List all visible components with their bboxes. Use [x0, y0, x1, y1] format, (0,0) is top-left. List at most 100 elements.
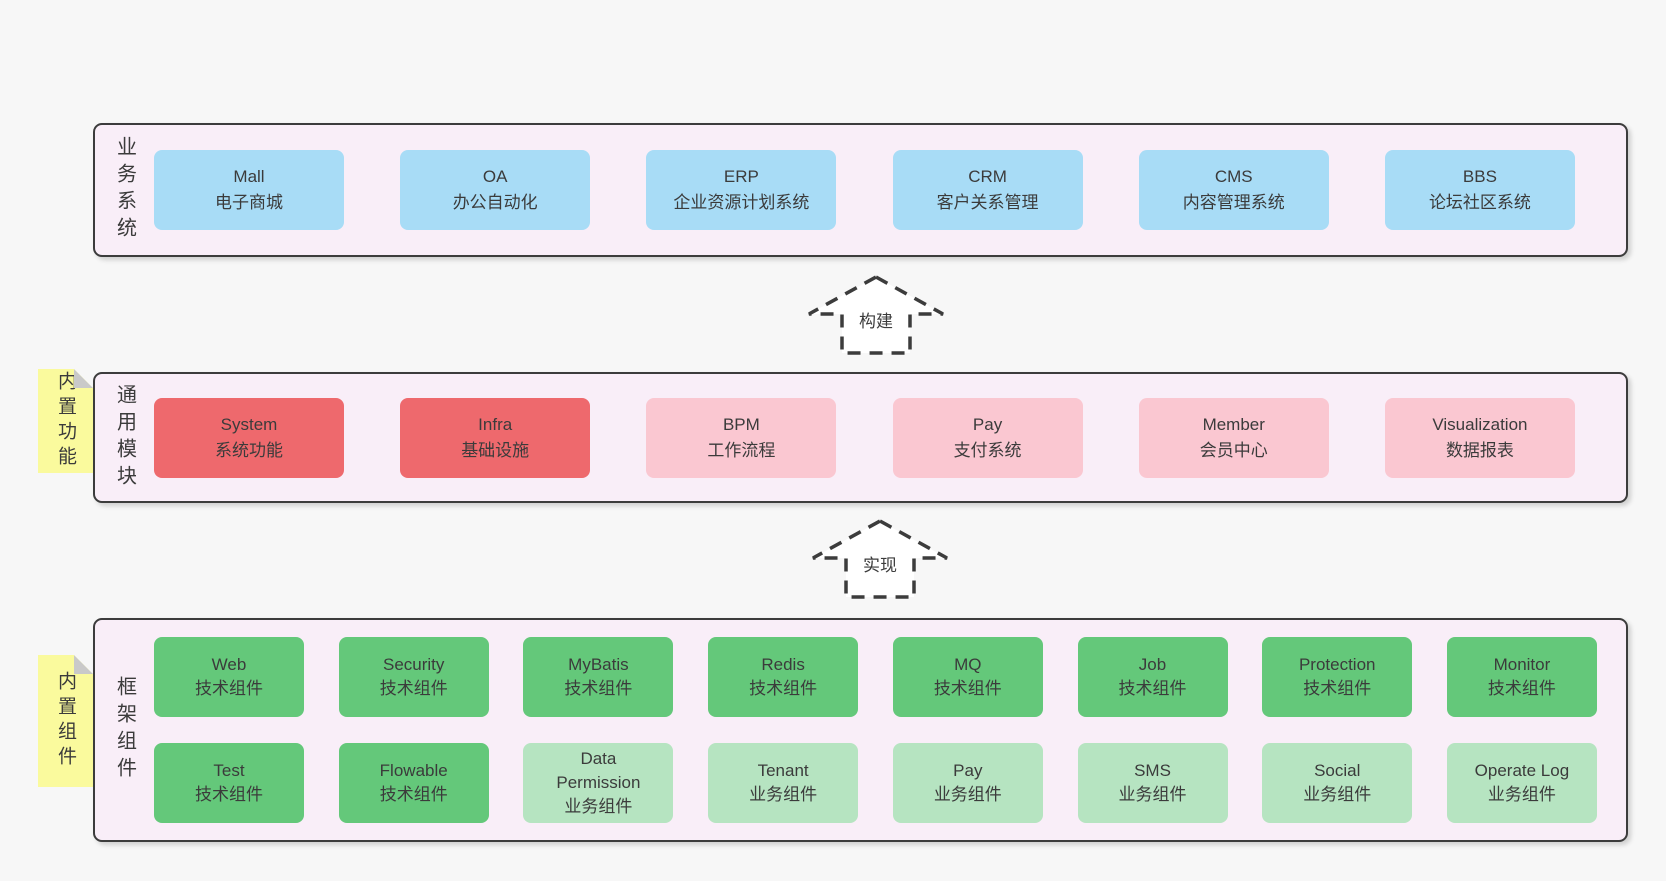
- business-boxes-row: Mall 电子商城 OA 办公自动化 ERP 企业资源计划系统 CRM 客户关系…: [154, 125, 1626, 255]
- section-business-systems: 业务系统 Mall 电子商城 OA 办公自动化 ERP 企业资源计划系统 CRM…: [93, 123, 1628, 257]
- build-arrow-label: 构建: [859, 312, 893, 331]
- module-box-system: System 系统功能: [154, 397, 344, 478]
- system-box-cms: CMS 内容管理系统: [1138, 150, 1329, 230]
- box-title: MyBatis: [568, 655, 629, 674]
- sticky-note-builtin-components: 内置组件: [38, 655, 93, 787]
- framework-row-2: Test 技术组件 Flowable 技术组件 Data Permission …: [154, 743, 1597, 823]
- system-box-crm: CRM 客户关系管理: [892, 150, 1083, 230]
- component-box-operate-log: Operate Log 业务组件: [1446, 743, 1597, 823]
- folded-corner-icon: [74, 369, 93, 388]
- component-box-job: Job 技术组件: [1077, 637, 1228, 717]
- box-title: ERP: [723, 167, 759, 186]
- module-box-infra: Infra 基础设施: [400, 397, 591, 478]
- sticky-note-builtin-features-label: 内置功能: [55, 371, 76, 471]
- box-subtitle: 客户关系管理: [936, 193, 1039, 212]
- implement-arrow: 实现: [812, 519, 948, 599]
- up-arrow-icon: [812, 519, 948, 599]
- system-box-oa: OA 办公自动化: [400, 150, 591, 230]
- component-box-web: Web 技术组件: [154, 637, 304, 717]
- box-subtitle: 业务组件: [1303, 785, 1372, 804]
- box-subtitle: 内容管理系统: [1182, 193, 1285, 212]
- box-title: Visualization: [1432, 414, 1528, 434]
- box-title: Test: [213, 761, 245, 780]
- system-box-mall: Mall 电子商城: [154, 150, 344, 230]
- folded-corner-icon: [74, 655, 93, 674]
- box-subtitle: 业务组件: [1487, 785, 1556, 804]
- box-title: Redis: [761, 655, 805, 674]
- module-box-member: Member 会员中心: [1138, 397, 1329, 478]
- component-box-tenant: Tenant 业务组件: [708, 743, 859, 823]
- up-arrow-icon: [808, 275, 944, 355]
- framework-row-1: Web 技术组件 Security 技术组件 MyBatis 技术组件 Redi…: [154, 637, 1597, 717]
- section-business-label-col: 业务系统: [95, 125, 154, 255]
- box-title: Web: [211, 655, 247, 674]
- box-title: MQ: [954, 655, 982, 674]
- box-title: BPM: [722, 414, 760, 434]
- box-subtitle: 支付系统: [953, 440, 1022, 460]
- section-business-label: 业务系统: [113, 136, 136, 244]
- component-box-data-permission: Data Permission 业务组件: [523, 743, 674, 823]
- box-title: Data Permission: [556, 749, 641, 792]
- box-subtitle: 数据报表: [1445, 440, 1514, 460]
- box-title: SMS: [1134, 761, 1171, 780]
- component-box-monitor: Monitor 技术组件: [1446, 637, 1597, 717]
- framework-boxes-grid: Web 技术组件 Security 技术组件 MyBatis 技术组件 Redi…: [154, 620, 1626, 840]
- box-subtitle: 业务组件: [1118, 785, 1187, 804]
- section-framework-label: 框架组件: [113, 676, 136, 784]
- box-subtitle: 技术组件: [1303, 679, 1372, 698]
- system-box-erp: ERP 企业资源计划系统: [646, 150, 837, 230]
- box-subtitle: 业务组件: [564, 797, 633, 816]
- box-subtitle: 基础设施: [461, 440, 530, 460]
- build-arrow: 构建: [808, 275, 944, 355]
- section-common-modules: 通用模块 System 系统功能 Infra 基础设施 BPM 工作流程 Pay…: [93, 372, 1628, 503]
- sticky-note-builtin-components-label: 内置组件: [55, 671, 76, 771]
- box-title: Pay: [953, 761, 983, 780]
- box-title: Tenant: [757, 761, 809, 780]
- box-subtitle: 论坛社区系统: [1428, 193, 1531, 212]
- component-box-redis: Redis 技术组件: [708, 637, 859, 717]
- section-framework-components: 框架组件 Web 技术组件 Security 技术组件 MyBatis 技术组件…: [93, 618, 1628, 842]
- box-subtitle: 会员中心: [1199, 440, 1268, 460]
- box-subtitle: 技术组件: [933, 679, 1002, 698]
- component-box-mybatis: MyBatis 技术组件: [523, 637, 674, 717]
- box-title: Operate Log: [1474, 761, 1570, 780]
- box-title: System: [220, 414, 278, 434]
- box-title: BBS: [1462, 167, 1497, 186]
- box-subtitle: 技术组件: [379, 785, 448, 804]
- box-title: Monitor: [1493, 655, 1551, 674]
- box-title: Pay: [972, 414, 1003, 434]
- box-title: Infra: [478, 414, 513, 434]
- box-title: Mall: [233, 167, 265, 186]
- sticky-note-builtin-features: 内置功能: [38, 369, 93, 473]
- implement-arrow-label: 实现: [863, 556, 897, 575]
- box-title: CRM: [968, 167, 1007, 186]
- section-framework-label-col: 框架组件: [95, 620, 154, 840]
- box-title: Social: [1314, 761, 1361, 780]
- box-title: Member: [1202, 414, 1265, 434]
- box-subtitle: 办公自动化: [452, 193, 538, 212]
- box-subtitle: 业务组件: [749, 785, 818, 804]
- system-box-bbs: BBS 论坛社区系统: [1384, 150, 1575, 230]
- section-modules-label: 通用模块: [113, 383, 136, 492]
- box-subtitle: 技术组件: [195, 679, 263, 698]
- box-subtitle: 技术组件: [749, 679, 818, 698]
- box-subtitle: 业务组件: [933, 785, 1002, 804]
- box-title: Protection: [1298, 655, 1376, 674]
- box-title: Flowable: [379, 761, 448, 780]
- box-title: OA: [482, 167, 508, 186]
- box-subtitle: 技术组件: [1487, 679, 1556, 698]
- box-subtitle: 技术组件: [379, 679, 448, 698]
- component-box-flowable: Flowable 技术组件: [338, 743, 489, 823]
- section-modules-label-col: 通用模块: [95, 374, 154, 501]
- box-subtitle: 技术组件: [195, 785, 263, 804]
- box-title: Security: [382, 655, 445, 674]
- component-box-test: Test 技术组件: [154, 743, 304, 823]
- modules-boxes-row: System 系统功能 Infra 基础设施 BPM 工作流程 Pay 支付系统…: [154, 374, 1626, 501]
- box-title: CMS: [1214, 167, 1253, 186]
- component-box-mq: MQ 技术组件: [892, 637, 1043, 717]
- module-box-bpm: BPM 工作流程: [646, 397, 837, 478]
- box-title: Job: [1138, 655, 1167, 674]
- box-subtitle: 系统功能: [215, 440, 283, 460]
- module-box-visualization: Visualization 数据报表: [1384, 397, 1575, 478]
